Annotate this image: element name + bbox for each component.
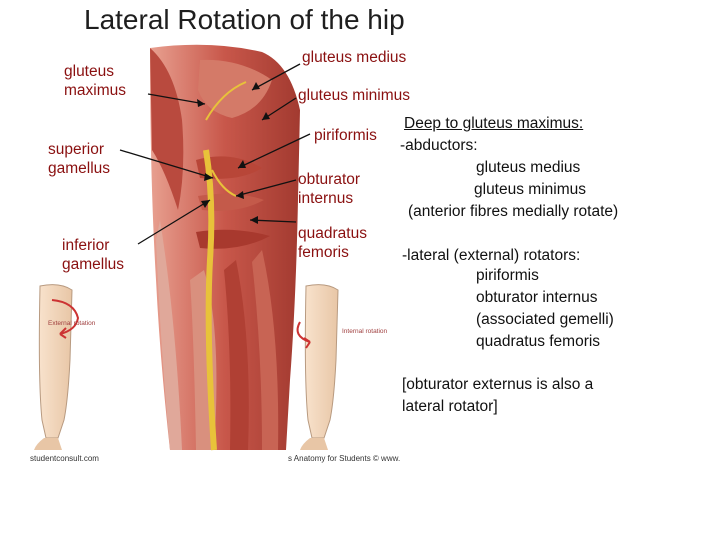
notes-rotator-4: quadratus femoris [476, 333, 601, 350]
label-gluteus-maximus: gluteus maximus [64, 63, 127, 99]
external-rotation-caption: External rotation [48, 320, 96, 327]
pointer-piriformis [237, 133, 311, 169]
notes-rotator-3: (associated gemelli) [476, 311, 614, 328]
thigh-muscles [150, 44, 300, 451]
label-gluteus-medius: gluteus medius [302, 49, 407, 66]
sciatic-nerve [203, 81, 247, 451]
notes-bracket-line-1: [obturator externus is also a [402, 376, 594, 393]
label-obturator-internus: obturator internus [298, 171, 361, 207]
pointer-lines [119, 63, 311, 245]
credit-left: studentconsult.com [30, 454, 99, 463]
label-inferior-gamellus: inferior gamellus [62, 237, 125, 273]
arrowhead-gluteus-medius [252, 82, 260, 90]
notes-abductor-2: gluteus minimus [474, 181, 586, 198]
pointer-inferior-gamellus [137, 199, 211, 245]
notes-abductor-1: gluteus medius [476, 159, 581, 176]
pointer-gluteus-maximus [147, 93, 206, 105]
notes-abductors: -abductors: [400, 137, 478, 154]
pointer-superior-gamellus [119, 149, 214, 179]
arrowhead-piriformis [238, 160, 246, 168]
arrowhead-superior-gamellus [204, 173, 213, 181]
arrowhead-gluteus-maximus [197, 99, 205, 107]
notes-rotator-1: piriformis [476, 267, 539, 284]
notes-bracket-line-2: lateral rotator] [402, 398, 498, 415]
pointer-obturator-internus [235, 179, 297, 197]
leg-figure-internal-rotation [296, 284, 339, 450]
credit-right: s Anatomy for Students © www. [288, 454, 401, 463]
label-superior-gamellus: superior gamellus [48, 141, 111, 177]
label-gluteus-minimus: gluteus minimus [298, 87, 410, 104]
arrowhead-obturator-internus [236, 191, 244, 199]
page-title: Lateral Rotation of the hip [84, 4, 405, 35]
label-piriformis: piriformis [314, 127, 377, 144]
pointer-gluteus-medius [251, 63, 301, 91]
notes-heading: Deep to gluteus maximus: [404, 115, 584, 132]
arrowhead-gluteus-minimus [262, 112, 270, 120]
arrowhead-quadratus-femoris [250, 216, 258, 224]
label-quadratus-femoris: quadratus femoris [298, 225, 367, 261]
leg-figure-external-rotation [34, 284, 80, 450]
notes-rotator-2: obturator internus [476, 289, 598, 306]
internal-rotation-caption: Internal rotation [342, 328, 388, 335]
notes-rotators: -lateral (external) rotators: [402, 247, 581, 264]
notes-abductor-3: (anterior fibres medially rotate) [408, 203, 619, 220]
arrowhead-inferior-gamellus [201, 200, 210, 208]
